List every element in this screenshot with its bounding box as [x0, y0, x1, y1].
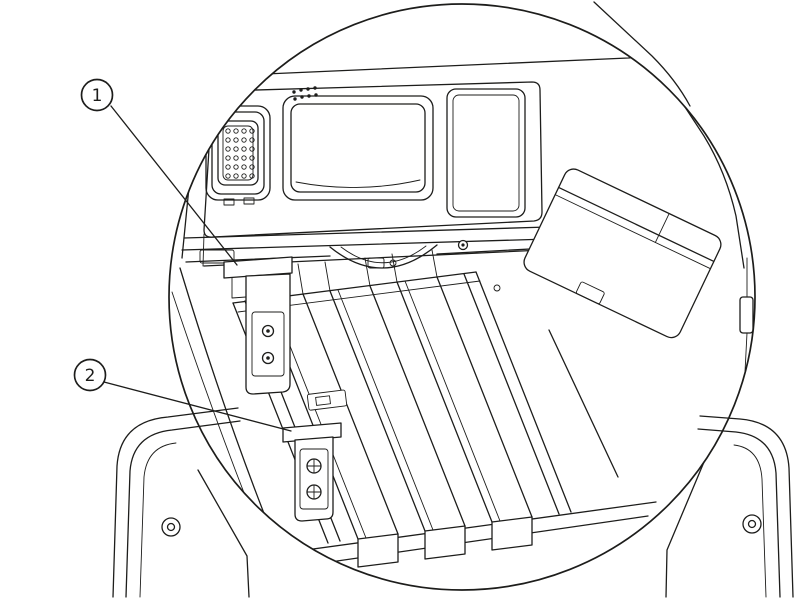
screw-icon — [306, 458, 322, 474]
right-edge-latch — [739, 257, 754, 373]
detail-view-circle — [168, 3, 756, 591]
callout-1-bubble — [80, 78, 114, 112]
callout-2: 2 — [73, 358, 292, 432]
right-tray-module — [523, 168, 722, 339]
screw-icon — [306, 484, 322, 500]
callout-2-bubble — [73, 358, 107, 392]
callout-1-label: 1 — [92, 86, 103, 106]
part-2-bracket — [282, 422, 342, 522]
left-frame-screw — [161, 517, 181, 537]
tray-channels — [232, 271, 619, 568]
side-panel — [446, 88, 526, 218]
part-1-bracket — [223, 256, 293, 395]
callout-2-label: 2 — [85, 366, 96, 386]
callout-1: 1 — [80, 78, 238, 266]
deck-panel — [203, 81, 543, 238]
right-frame-bracket — [665, 415, 794, 598]
right-frame-screw — [742, 514, 762, 534]
display-recess — [282, 95, 434, 201]
tray-step-3 — [491, 516, 533, 551]
connector-block — [205, 105, 271, 206]
floor-latch — [306, 389, 348, 411]
callout-2-leader — [103, 381, 292, 432]
machine-top-right-edge — [593, 1, 691, 107]
tray-step-1 — [357, 533, 399, 568]
tray-step-2 — [424, 525, 466, 560]
machine-cutaway — [171, 57, 754, 572]
left-frame-bracket — [112, 407, 250, 598]
media-bay — [171, 249, 544, 517]
connector-pins — [225, 128, 255, 179]
callout-1-leader — [110, 105, 238, 266]
deck-front-edge — [181, 226, 550, 292]
